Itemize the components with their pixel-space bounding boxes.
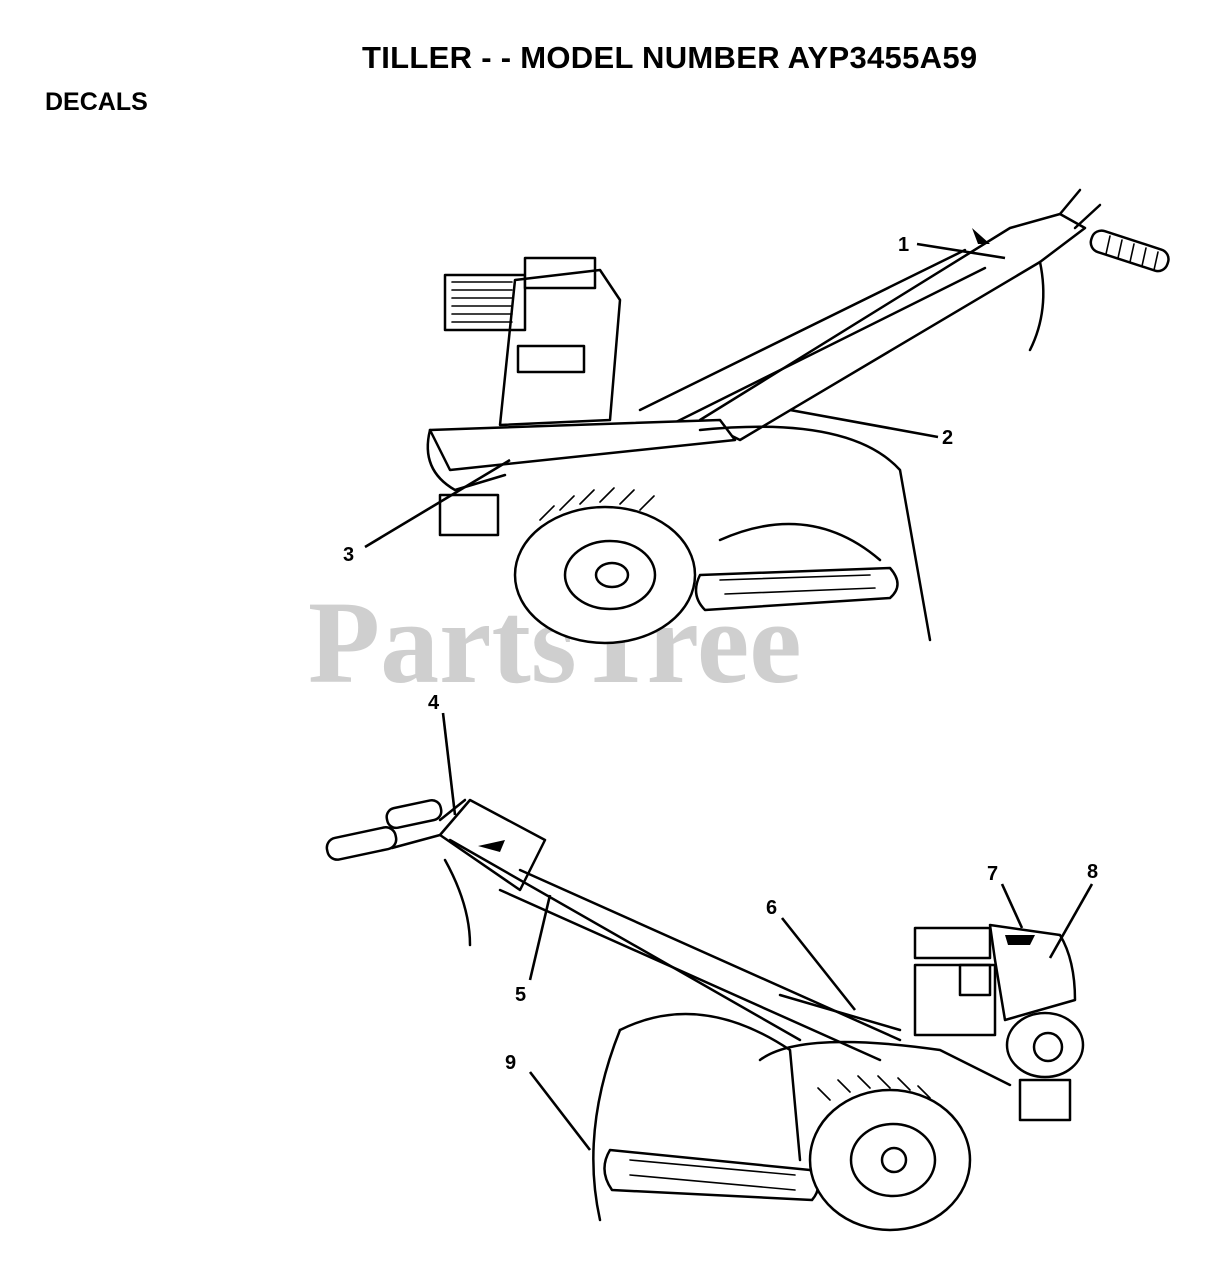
handle-rails-top: [638, 248, 987, 432]
callout-5: 5: [515, 984, 526, 1006]
hand-grip-right-top: [1089, 229, 1170, 273]
callout-7: 7: [987, 863, 998, 885]
air-cleaner-bottom: [958, 963, 992, 997]
leader-4: [441, 712, 457, 816]
recoil-starter-bottom: [1005, 1011, 1085, 1079]
wheel-rim-bottom: [849, 1122, 937, 1198]
callout-3: 3: [343, 544, 354, 566]
decal-mark-handle-bottom: [478, 840, 505, 852]
wheel-tire-top: [513, 505, 697, 645]
leader-7: [1000, 883, 1024, 929]
chassis-rail-bottom: [758, 1040, 1012, 1087]
fin-lines-top: [451, 281, 513, 323]
tine-shield-bottom: [618, 1012, 802, 1162]
decal-strip-bottom: [778, 993, 902, 1032]
chassis-front-top: [426, 428, 507, 492]
air-cleaner-top: [516, 344, 586, 374]
tiller-top-view: 1 2 3: [343, 188, 1170, 645]
page-title: TILLER - - MODEL NUMBER AYP3455A59: [362, 40, 978, 75]
leader-6: [780, 917, 857, 1011]
callout-8: 8: [1087, 861, 1098, 883]
leader-8: [1048, 883, 1094, 959]
front-bracket-top: [438, 493, 500, 537]
wheel-hub-top: [594, 561, 630, 589]
hand-grip-right-bottom: [385, 798, 443, 830]
tine-shield-inner-top: [718, 522, 882, 562]
wheel-rim-top: [563, 539, 657, 611]
handle-grip-stub-top: [1058, 188, 1102, 230]
handle-frame-bottom: [438, 798, 547, 892]
engine-carb-bottom: [913, 963, 997, 1037]
leader-3: [364, 458, 511, 549]
leader-2: [789, 408, 939, 439]
handle-tube-bottom: [448, 838, 802, 1042]
handle-rails-bottom: [498, 868, 902, 1062]
chassis-rail-top: [428, 418, 737, 472]
tine-shield-front-bottom: [592, 1028, 622, 1222]
starter-hub-bottom: [1032, 1031, 1064, 1063]
handle-frame-top: [698, 212, 1087, 442]
hand-grip-left-bottom: [325, 826, 398, 861]
tiller-bottom-view: 4 5 6 7 8 9: [325, 692, 1098, 1232]
grip-stems-bottom: [390, 798, 467, 850]
control-lever-top: [1028, 260, 1045, 352]
deflector-slots-top: [719, 574, 876, 595]
wheel-hub-bottom: [880, 1146, 908, 1174]
leader-9: [528, 1071, 592, 1151]
callout-1: 1: [898, 234, 909, 256]
callout-2: 2: [942, 427, 953, 449]
wheel-tire-bottom: [808, 1088, 972, 1232]
engine-cover-bottom: [913, 926, 992, 960]
engine-block-top: [498, 268, 622, 427]
grip-ribs-top: [1105, 235, 1159, 271]
callout-4: 4: [428, 692, 440, 714]
leader-1: [916, 242, 1006, 260]
callout-6: 6: [766, 897, 777, 919]
deflector-slots-bottom: [629, 1159, 796, 1191]
callout-9: 9: [505, 1052, 516, 1074]
tire-treads-bottom: [817, 1075, 931, 1101]
leader-5: [528, 894, 552, 981]
rear-bracket-bottom: [1018, 1078, 1072, 1122]
decal-mark-handle-top: [972, 228, 990, 244]
control-lever-bottom: [443, 858, 472, 947]
tine-shield-top: [698, 425, 932, 642]
section-heading: DECALS: [45, 88, 148, 116]
engine-label-bottom: [1005, 935, 1035, 945]
tire-treads-top: [539, 487, 655, 521]
